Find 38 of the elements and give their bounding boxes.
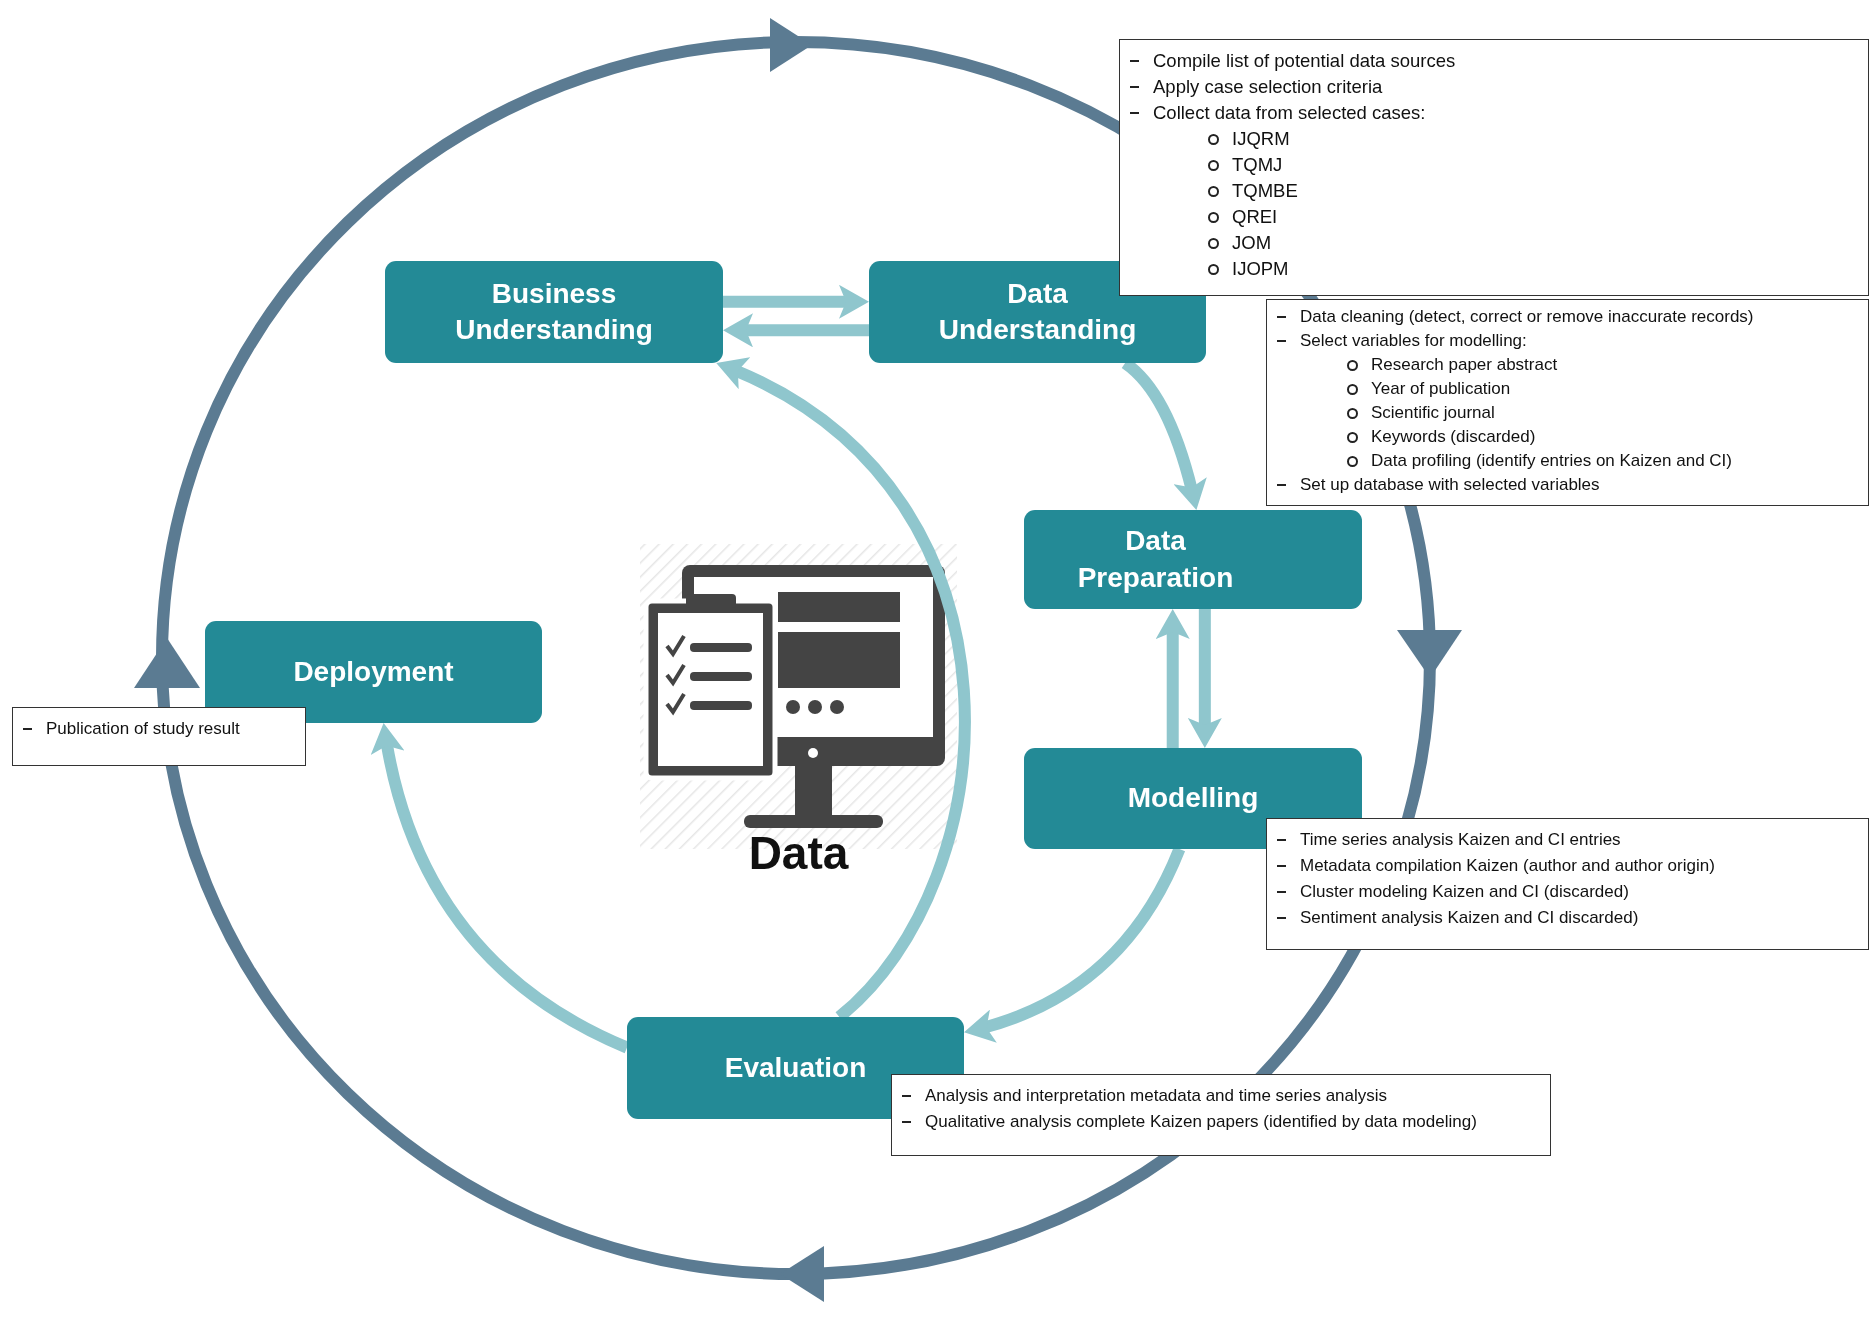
sub-bullet-text: JOM <box>1232 231 1272 255</box>
icon-caption: Data <box>747 826 850 880</box>
note-box <box>891 1074 1551 1156</box>
phase-box: Deployment <box>205 621 542 723</box>
sub-bullet-text: TQMBE <box>1232 179 1298 203</box>
arrow <box>1155 609 1190 748</box>
note-box <box>12 707 306 766</box>
bullet-text: Qualitative analysis complete Kaizen papers (identified by data modeling) <box>925 1111 1477 1133</box>
sub-bullet-text: IJOPM <box>1232 257 1289 281</box>
bullet-text: Sentiment analysis Kaizen and CI discarded) <box>1300 907 1639 929</box>
note-box <box>1266 299 1869 506</box>
bullet-text: Metadata compilation Kaizen (author and author origin) <box>1300 855 1715 877</box>
phase-box: Business Understanding <box>385 261 723 363</box>
phase-box: Data Understanding <box>869 261 1206 363</box>
sub-bullet-text: TQMJ <box>1232 153 1283 177</box>
note-box <box>1119 39 1869 296</box>
bullet-text: Select variables for modelling: <box>1300 330 1527 352</box>
bullet-text: Apply case selection criteria <box>1153 75 1383 99</box>
bullet-text: Collect data from selected cases: <box>1153 101 1426 125</box>
phase-box: Data Preparation <box>1024 510 1362 609</box>
sub-bullet-text: Year of publication <box>1371 378 1511 400</box>
arrow <box>1187 609 1222 748</box>
note-box <box>1266 818 1869 950</box>
sub-bullet-text: Data profiling (identify entries on Kaizen and CI) <box>1371 450 1732 472</box>
bullet-text: Analysis and interpretation metadata and time series analysis <box>925 1085 1388 1107</box>
arrow <box>723 284 869 319</box>
sub-bullet-text: IJQRM <box>1232 127 1290 151</box>
bullet-text: Compile list of potential data sources <box>1153 49 1456 73</box>
arrow <box>723 313 869 348</box>
sub-bullet-text: Scientific journal <box>1371 402 1495 424</box>
bullet-text: Set up database with selected variables <box>1300 474 1600 496</box>
arrow <box>962 846 1185 1042</box>
bullet-text: Data cleaning (detect, correct or remove inaccurate records) <box>1300 306 1754 328</box>
sub-bullet-text: QREI <box>1232 205 1278 229</box>
sub-bullet-text: Keywords (discarded) <box>1371 426 1536 448</box>
sub-bullet-text: Research paper abstract <box>1371 354 1558 376</box>
bullet-text: Time series analysis Kaizen and CI entries <box>1300 829 1621 851</box>
bullet-text: Cluster modeling Kaizen and CI (discarded) <box>1300 881 1629 903</box>
